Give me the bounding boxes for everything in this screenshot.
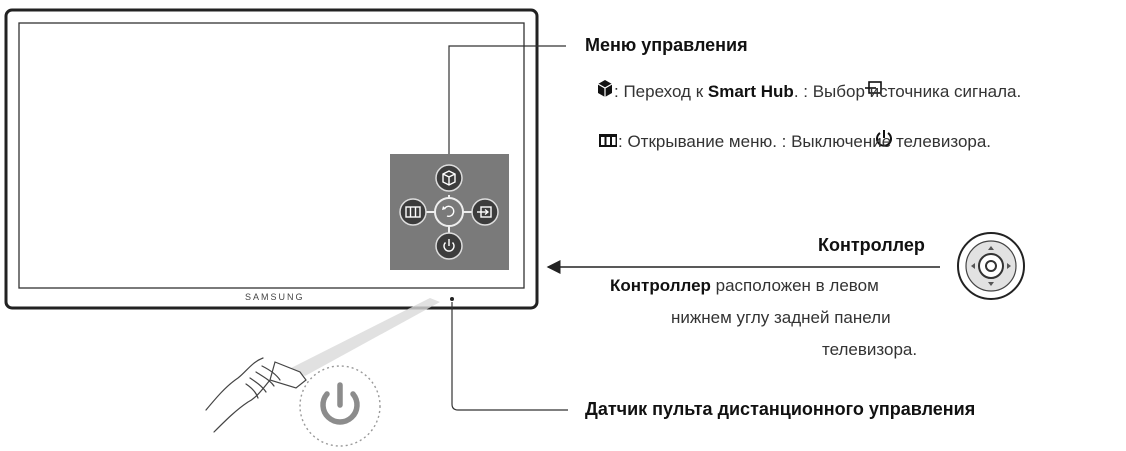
controller-desc-line-3: телевизора. <box>822 340 918 359</box>
controller-title: Контроллер <box>818 235 925 255</box>
controller-desc-line-1: Контроллер расположен в левом <box>610 276 879 296</box>
smart-hub-cube-icon <box>597 80 613 97</box>
control-menu-line-1: : Переход к Smart Hub. : Выбор источника… <box>614 82 1021 102</box>
source-input-icon <box>865 81 882 94</box>
power-icon <box>876 130 892 147</box>
source-text: . : Выбор источника сигнала. <box>793 82 1022 101</box>
control-menu-leader-line <box>448 45 566 154</box>
control-menu-panel <box>390 154 509 270</box>
menu-grid-icon <box>599 134 617 147</box>
remote-power-icon <box>299 365 381 447</box>
control-menu-line-2: : Открывание меню. : Выключение телевизо… <box>618 132 991 152</box>
menu-grid-icon <box>399 198 427 226</box>
remote-sensor-leader-line <box>451 302 568 411</box>
controller-desc-rest: расположен в левом <box>710 276 879 295</box>
controller-desc-bold: Контроллер <box>610 276 711 295</box>
controller-jog-icon <box>957 232 1025 300</box>
smart-hub-prefix: : Переход к <box>614 82 708 101</box>
remote-signal-beam <box>291 298 440 376</box>
power-icon <box>435 232 463 260</box>
controller-desc-line-2: нижнем углу задней панели <box>671 308 891 327</box>
hand-remote-illustration <box>205 357 307 433</box>
smart-hub-cube-icon <box>435 164 463 192</box>
menu-text: : Открывание меню. : Выключение телевизо… <box>618 132 992 151</box>
return-icon <box>434 197 464 227</box>
remote-sensor-label: Датчик пульта дистанционного управления <box>585 399 976 419</box>
remote-sensor-dot <box>450 297 454 301</box>
control-menu-title: Меню управления <box>585 35 748 55</box>
smart-hub-name: Smart Hub <box>707 82 794 101</box>
tv-brand-label: SAMSUNG <box>245 292 305 302</box>
source-input-icon <box>471 198 499 226</box>
